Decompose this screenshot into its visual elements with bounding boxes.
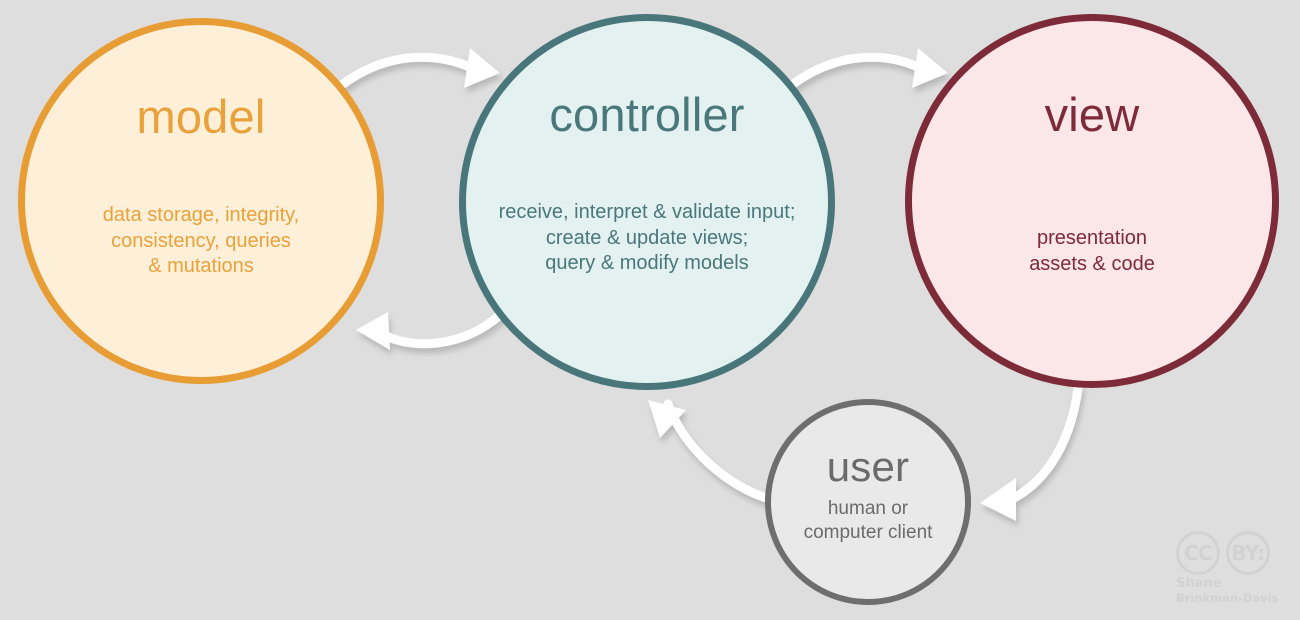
- node-view-desc-line: presentation: [1036, 227, 1148, 249]
- author-attribution: Shane Brinkman-Davis: [1176, 576, 1288, 605]
- arrow-controller-to-model: [356, 310, 505, 350]
- node-controller[interactable]: controller receive, interpret & validate…: [459, 14, 835, 390]
- node-model-title: model: [136, 90, 266, 143]
- arrow-user-to-controller: [648, 399, 777, 505]
- arrow-model-to-controller: [338, 48, 500, 89]
- node-view[interactable]: view presentation assets & code: [905, 14, 1279, 388]
- node-view-title: view: [1044, 88, 1140, 141]
- creative-commons-badge[interactable]: CC BY: Shane Brinkman-Davis: [1176, 531, 1288, 605]
- node-model-description: data storage, integrity, consistency, qu…: [103, 203, 299, 280]
- node-user-desc-line: human or: [827, 498, 909, 519]
- node-user-title: user: [826, 443, 910, 490]
- cc-badge-icons: CC BY:: [1176, 531, 1288, 575]
- node-controller-desc-line: receive, interpret & validate input;: [498, 201, 796, 223]
- node-controller-title: controller: [549, 88, 745, 141]
- node-model-desc-line: data storage, integrity,: [102, 204, 300, 226]
- node-controller-description: receive, interpret & validate input; cre…: [499, 200, 796, 277]
- arrow-controller-to-view: [788, 48, 948, 89]
- node-user-desc-line: computer client: [803, 522, 933, 544]
- node-user-description: human or computer client: [804, 497, 933, 546]
- author-first-name: Shane: [1176, 576, 1222, 591]
- arrow-view-to-user: [980, 383, 1083, 521]
- node-user[interactable]: user human or computer client: [765, 399, 971, 605]
- node-view-description: presentation assets & code: [1029, 226, 1155, 277]
- node-model[interactable]: model data storage, integrity, consisten…: [18, 18, 384, 384]
- node-model-desc-line: & mutations: [148, 255, 254, 278]
- node-controller-desc-line: create & update views;: [545, 226, 749, 249]
- node-model-desc-line: consistency, queries: [111, 229, 291, 252]
- node-view-desc-line: assets & code: [1029, 252, 1155, 275]
- creative-commons-icon: CC: [1176, 531, 1220, 575]
- author-last-name: Brinkman-Davis: [1176, 590, 1279, 605]
- node-controller-desc-line: query & modify models: [545, 252, 749, 275]
- attribution-by-icon: BY:: [1226, 531, 1270, 575]
